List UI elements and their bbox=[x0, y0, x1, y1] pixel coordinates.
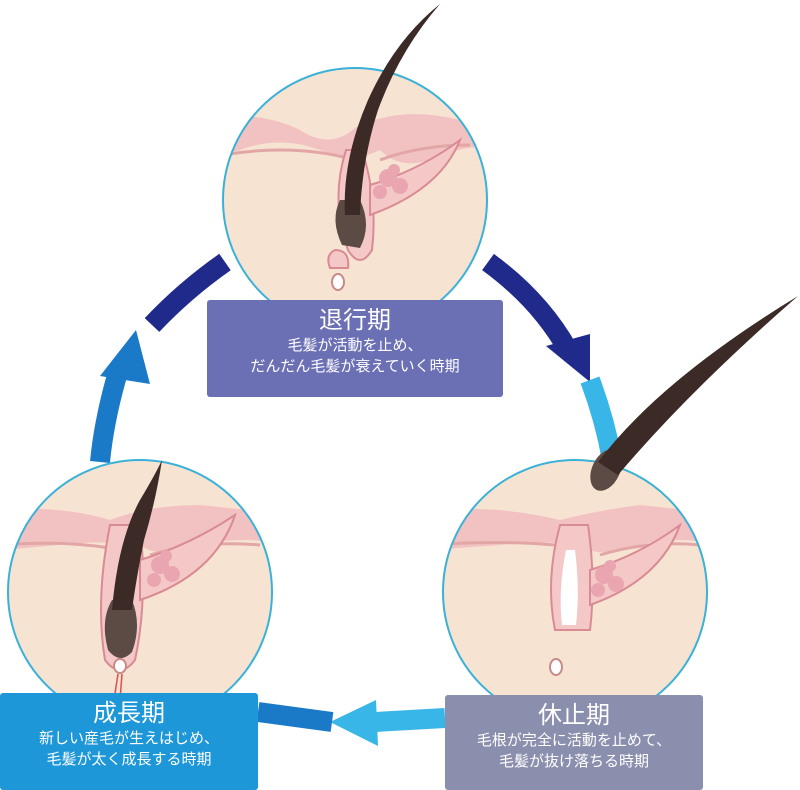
catagen-desc-line2: だんだん毛髪が衰えていく時期 bbox=[250, 357, 460, 375]
catagen-desc-line1: 毛髪が活動を止め、 bbox=[287, 336, 423, 354]
catagen-illustration bbox=[222, 4, 488, 333]
telogen-desc-line2: 毛髪が抜け落ちる時期 bbox=[498, 752, 649, 770]
telogen-illustration bbox=[442, 296, 798, 725]
catagen-label-box: 退行期 毛髪が活動を止め、 だんだん毛髪が衰えていく時期 bbox=[207, 300, 503, 397]
telogen-label-box: 休止期 毛根が完全に活動を止めて、 毛髪が抜け落ちる時期 bbox=[445, 695, 703, 790]
arrow-telogen-upper bbox=[580, 376, 622, 462]
arrow-anagen-to-catagen bbox=[90, 369, 128, 463]
arrow-head-anagen-to-catagen bbox=[100, 330, 150, 384]
anagen-label-box: 成長期 新しい産毛が生えはじめ、 毛髪が太く成長する時期 bbox=[0, 693, 258, 790]
arrow-head-catagen-to-telogen bbox=[546, 334, 590, 382]
anagen-desc-line2: 毛髪が太く成長する時期 bbox=[46, 750, 212, 768]
telogen-desc-line1: 毛根が完全に活動を止めて、 bbox=[476, 731, 672, 749]
anagen-illustration bbox=[7, 459, 273, 725]
arrow-telogen-to-anagen bbox=[374, 708, 446, 732]
anagen-desc-line1: 新しい産毛が生えはじめ、 bbox=[38, 729, 219, 747]
arrow-anagen-lower bbox=[256, 702, 334, 732]
telogen-title: 休止期 bbox=[538, 701, 610, 729]
arrow-catagen-left bbox=[144, 253, 231, 332]
anagen-title: 成長期 bbox=[93, 699, 165, 727]
catagen-title: 退行期 bbox=[319, 306, 391, 334]
arrow-catagen-to-telogen bbox=[482, 253, 577, 355]
arrow-head-telogen-to-anagen bbox=[330, 700, 378, 746]
